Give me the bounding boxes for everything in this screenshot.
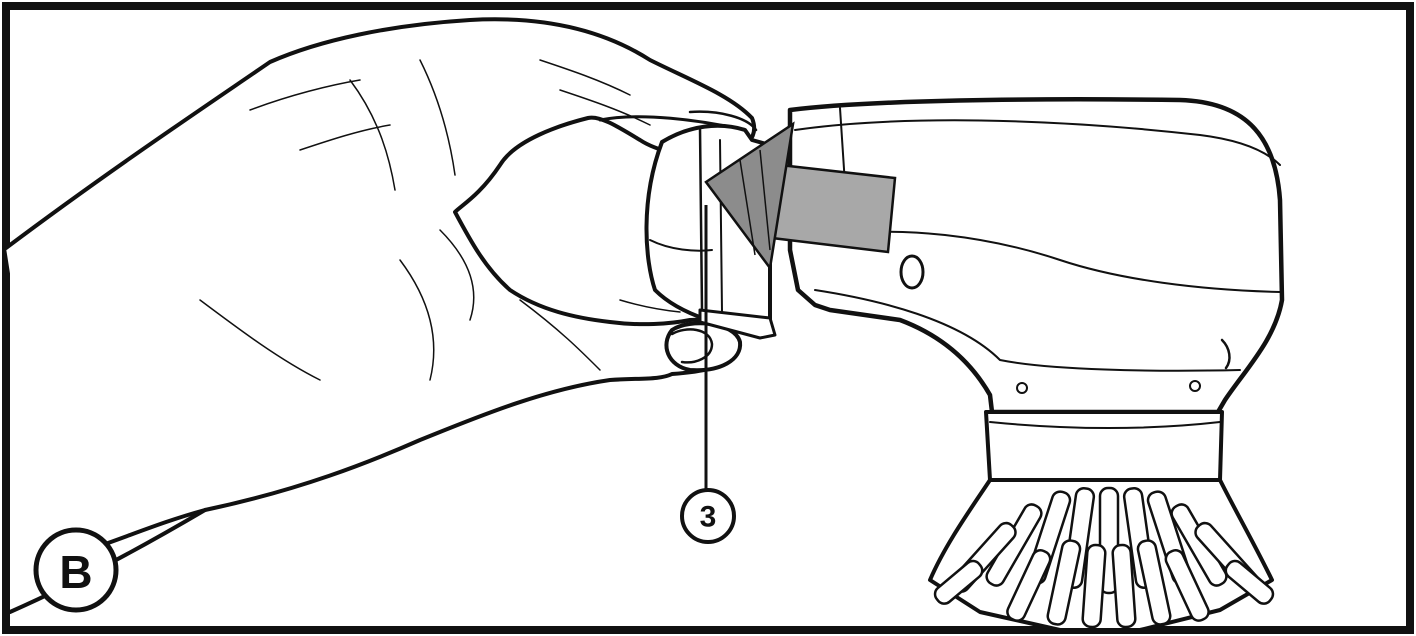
screw-right bbox=[1190, 381, 1200, 391]
screw-left bbox=[1017, 383, 1027, 393]
hand-illustration bbox=[6, 19, 756, 612]
panel-label-b: B bbox=[36, 530, 116, 610]
callout-3-number: 3 bbox=[700, 501, 717, 534]
brush-collar bbox=[986, 412, 1222, 489]
bristle-head bbox=[930, 480, 1276, 630]
panel-label-letter: B bbox=[59, 546, 92, 598]
arrow-shaft bbox=[772, 165, 895, 252]
power-button bbox=[901, 256, 923, 288]
scrubber-device bbox=[790, 99, 1282, 489]
hand-outline bbox=[6, 19, 754, 560]
